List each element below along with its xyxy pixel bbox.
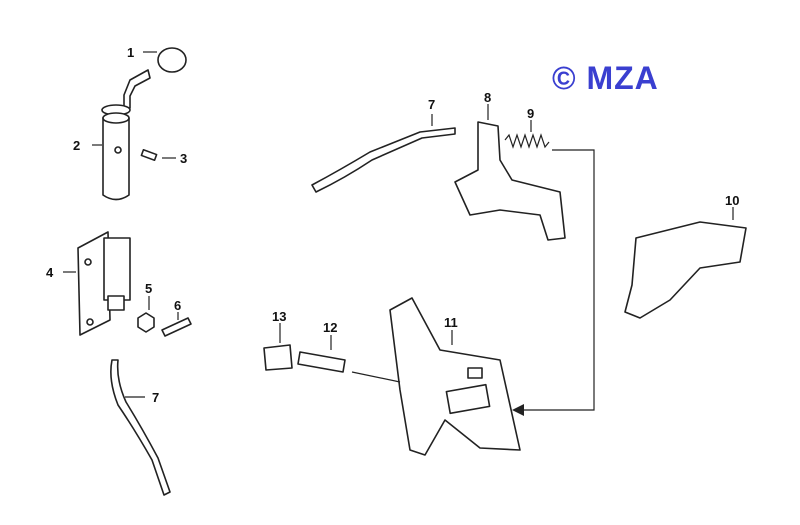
callout-12: 12 [323,320,337,335]
leader-line [351,371,401,383]
mza-logo: © MZA [552,60,659,96]
callout-8: 8 [484,90,491,105]
callout-9: 9 [527,106,534,121]
part-9-spring [504,133,550,149]
callout-7-upper: 7 [428,97,435,112]
part-12-adjuster-bolt [297,351,346,373]
callout-5: 5 [145,281,152,296]
callout-3: 3 [180,151,187,166]
callout-7-lower: 7 [152,390,159,405]
callout-10: 10 [725,193,739,208]
assembly-arrow-line [518,149,595,411]
part-10-pedal [624,221,747,319]
part-5-nut [137,312,155,333]
part-7-cable-lower [110,359,171,496]
part-7-cable-upper [311,127,456,193]
part-11-mounting-plate [389,297,521,456]
part-6-screw [161,317,192,337]
arrow-head-icon [512,404,524,416]
part-4-bracket [77,231,131,336]
callout-6: 6 [174,298,181,313]
part-2-lever-shaft [101,69,151,201]
callout-2: 2 [73,138,80,153]
callout-11: 11 [444,315,458,330]
callout-4: 4 [46,265,54,280]
callout-1: 1 [127,45,134,60]
part-8-lever [454,121,566,241]
part-1-knob [157,47,187,73]
part-13-bushing [263,344,293,371]
callout-13: 13 [272,309,286,324]
part-3-pin [140,148,158,162]
